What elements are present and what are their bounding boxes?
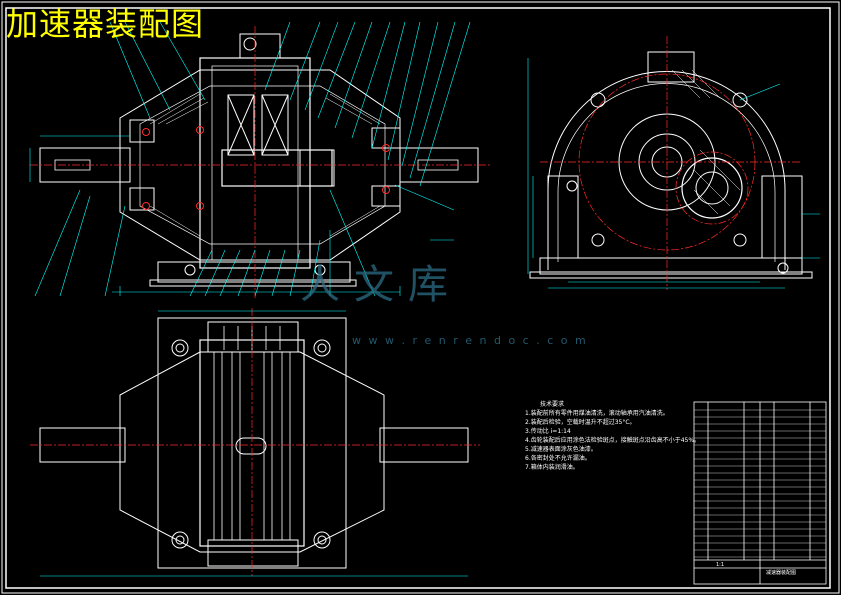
tech-note-6: 6.各密封处不允许漏油。 <box>525 455 591 462</box>
title-block-scale: 1:1 <box>716 562 725 568</box>
tech-notes-title: 技术要求 <box>540 401 565 408</box>
tech-note-3: 3.传动比 i=1:14 <box>525 428 571 435</box>
side-view <box>529 51 813 279</box>
front-view-dimensions <box>29 21 471 297</box>
tech-note-4: 4.齿轮装配后应用涂色法检验斑点，接触斑点沿齿高不小于45%。 <box>525 437 701 444</box>
bom-rows <box>694 409 826 558</box>
tech-note-5: 5.减速器表面涂灰色油漆。 <box>525 446 597 453</box>
watermark-url: w w w . r e n r e n d o c . c o m <box>352 334 588 347</box>
front-section-view <box>39 33 479 287</box>
tech-note-2: 2.装配后检验，空载时温升不超过35°C。 <box>525 419 636 426</box>
side-view-dimensions <box>527 58 820 289</box>
side-view-centerlines <box>540 36 800 290</box>
top-view-dimensions <box>40 310 468 577</box>
title-block-name: 减速器装配图 <box>766 570 797 576</box>
top-view-cooling-fins <box>213 326 291 540</box>
front-view-centerlines <box>30 26 490 298</box>
top-view <box>39 317 469 569</box>
watermark-text: 人文库 <box>300 262 462 308</box>
drawing-title: 加速器装配图 <box>6 5 205 43</box>
top-view-centerlines <box>30 308 480 576</box>
title-block <box>693 401 827 585</box>
tech-note-1: 1.装配前所有零件用煤油清洗，滚动轴承用汽油清洗。 <box>525 410 669 417</box>
side-view-section-hatching <box>671 69 741 215</box>
tech-note-7: 7.箱体内装润滑油。 <box>525 464 579 471</box>
front-view-hatching <box>149 93 381 237</box>
drawing-frame <box>5 7 831 589</box>
